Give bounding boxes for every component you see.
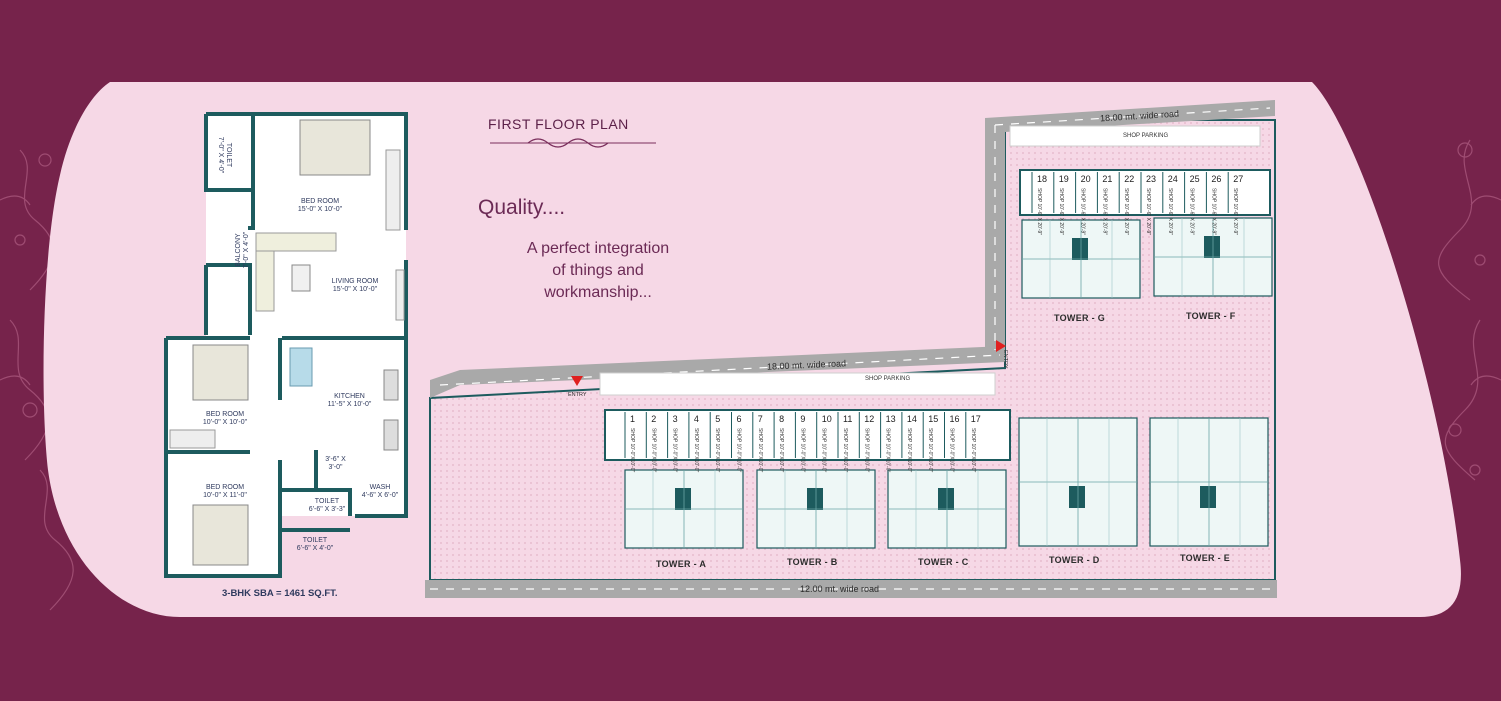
shop-upper-number: 24	[1167, 174, 1178, 184]
shop-lower-size: SHOP 10'-0"X10'-0"	[927, 428, 934, 473]
tower-block	[756, 469, 876, 549]
shop-lower-size: SHOP 10'-0"X10'-0"	[969, 428, 976, 473]
shop-upper-number: 21	[1102, 174, 1113, 184]
shop-upper-number: 20	[1080, 174, 1091, 184]
tower-label-f: TOWER - F	[1186, 311, 1236, 321]
shop-lower-number: 9	[800, 414, 806, 424]
shop-upper-number: 26	[1211, 174, 1222, 184]
shop-lower-size: SHOP 10'-0"X10'-0"	[863, 428, 870, 473]
shop-upper-number: 25	[1189, 174, 1200, 184]
shop-lower-size: SHOP 10'-0"X10'-0"	[671, 428, 678, 473]
tower-block	[1153, 217, 1273, 297]
shop-lower-size: SHOP 10'-0"X10'-0"	[799, 428, 806, 473]
shop-upper-size: SHOP 10'-6" X 20'-9"	[1166, 188, 1173, 236]
shop-lower-number: 11	[843, 414, 853, 424]
shop-lower-size: SHOP 10'-0"X10'-0"	[714, 428, 721, 473]
shop-lower-number: 13	[885, 414, 896, 424]
shop-upper-size: SHOP 10'-6" X 20'-9"	[1036, 188, 1042, 236]
shop-lower-number: 5	[715, 414, 721, 424]
shop-parking-top: SHOP PARKING	[1123, 133, 1169, 139]
entry-label-right: ENTRY	[1002, 350, 1008, 369]
shop-parking-bottom: SHOP PARKING	[865, 376, 911, 382]
shop-upper-size: SHOP 10'-6" X 20'-9"	[1057, 188, 1064, 236]
shop-lower-size: SHOP 10'-0"X10'-0"	[905, 428, 912, 473]
shop-lower-size: SHOP 10'-0"X10'-0"	[756, 428, 763, 473]
road-label-bottom: 12.00 mt. wide road	[800, 584, 880, 594]
tower-block	[1021, 219, 1141, 299]
room-label-store: 3'-6" X 3'-0"	[325, 456, 346, 471]
shop-upper-size: SHOP 10'-6" X 20'-9"	[1079, 188, 1086, 236]
shop-upper-number: 23	[1146, 174, 1157, 184]
shop-lower-number: 4	[693, 414, 699, 424]
middle-road	[430, 346, 1005, 398]
shop-lower-size: SHOP 10'-0"X10'-0"	[948, 428, 955, 473]
shop-upper-size: SHOP 10'-6" X 20'-9"	[1232, 188, 1239, 236]
shop-lower-number: 14	[906, 414, 917, 424]
quality-heading: Quality....	[478, 196, 566, 219]
tagline-line-2: of things and	[552, 262, 644, 279]
tower-label-e: TOWER - E	[1180, 553, 1231, 563]
unit-floor-plan	[164, 112, 408, 578]
tower-block	[887, 469, 1007, 549]
shop-lower-size: SHOP 10'-0"X10'-0"	[842, 428, 848, 473]
top-road	[985, 100, 1275, 132]
shop-upper-number: 27	[1233, 174, 1244, 184]
shop-lower-number: 3	[672, 414, 678, 424]
shop-lower-size: SHOP 10'-0"X10'-0"	[629, 428, 635, 473]
shop-upper-number: 22	[1124, 174, 1135, 184]
sba-label: 3-BHK SBA = 1461 SQ.FT.	[222, 588, 338, 599]
tower-label-g: TOWER - G	[1054, 313, 1106, 323]
tower-block	[1149, 417, 1269, 547]
shop-upper-number: 18	[1037, 174, 1048, 184]
tower-label-d: TOWER - D	[1049, 555, 1100, 565]
shop-lower-size: SHOP 10'-0"X10'-0"	[884, 428, 891, 473]
shop-upper-size: SHOP 10'-6" X 20'-9"	[1123, 188, 1130, 236]
shop-upper-number: 19	[1058, 174, 1069, 184]
tower-label-a: TOWER - A	[656, 559, 707, 569]
shop-upper-size: SHOP 10'-6" X 20'-9"	[1188, 188, 1195, 236]
shop-lower-number: 1	[630, 414, 636, 424]
shop-lower-number: 17	[970, 414, 981, 424]
shop-upper-size: SHOP 10'-6" X 20'-9"	[1210, 188, 1217, 236]
shop-lower-size: SHOP 10'-0"X10'-0"	[692, 428, 699, 473]
shop-lower-size: SHOP 10'-0"X10'-0"	[735, 428, 742, 473]
tagline: A perfect integration of things and work…	[508, 238, 688, 304]
tower-label-b: TOWER - B	[787, 557, 838, 567]
shop-lower-number: 2	[651, 414, 657, 424]
page-title: FIRST FLOOR PLAN	[488, 116, 629, 132]
shop-lower-size: SHOP 10'-0"X10'-0"	[650, 428, 657, 473]
shop-upper-size: SHOP 10'-6" X 20'-9"	[1101, 188, 1108, 236]
title-ornament	[490, 138, 656, 148]
tower-block	[624, 469, 744, 549]
shop-lower-number: 10	[821, 414, 832, 424]
tagline-line-1: A perfect integration	[526, 240, 670, 257]
shop-lower-number: 12	[864, 414, 875, 424]
tagline-line-3: workmanship...	[544, 284, 652, 301]
shop-lower-number: 8	[779, 414, 785, 424]
shop-lower-number: 7	[757, 414, 763, 424]
shop-upper-size: SHOP 10'-6" X 20'-9"	[1145, 188, 1151, 236]
shop-lower-number: 16	[949, 414, 960, 424]
shop-lower-size: SHOP 10'-0"X10'-0"	[778, 428, 785, 473]
shop-lower-number: 6	[736, 414, 742, 424]
tower-label-c: TOWER - C	[918, 557, 969, 567]
tower-block	[1018, 417, 1138, 547]
shop-lower-size: SHOP 10'-0"X10'-0"	[820, 428, 827, 473]
shop-lower-number: 15	[928, 414, 939, 424]
entry-label-middle: ENTRY	[568, 392, 587, 398]
